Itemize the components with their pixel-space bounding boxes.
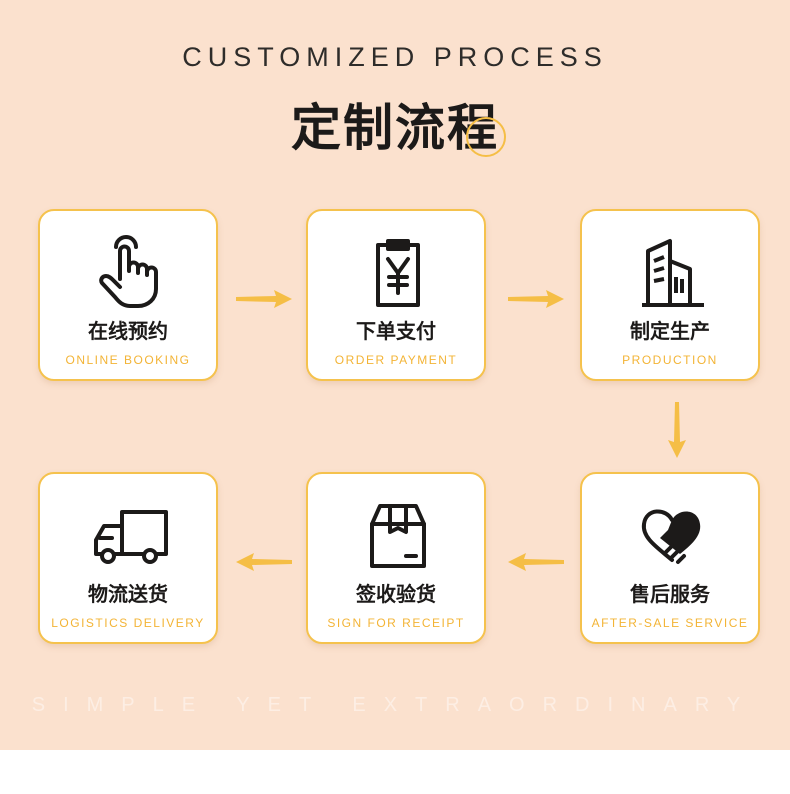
step-title: 下单支付	[352, 319, 440, 343]
step-card-after-sale-service: 售后服务 AFTER-SALE SERVICE	[580, 472, 760, 644]
factory-buildings-icon	[642, 239, 704, 307]
yen-payment-icon	[376, 239, 420, 307]
step-subtitle: LOGISTICS DELIVERY	[51, 616, 205, 630]
decorative-circle	[466, 117, 506, 157]
footer-slogan: SIMPLE YET EXTRAORDINARY	[31, 694, 759, 716]
arrow-left-icon	[508, 553, 564, 571]
step-title: 在线预约	[84, 319, 172, 343]
step-subtitle: PRODUCTION	[622, 353, 718, 367]
delivery-truck-icon	[94, 510, 168, 564]
heart-handshake-icon	[641, 509, 701, 564]
step-card-order-payment: 下单支付 ORDER PAYMENT	[306, 209, 486, 381]
hand-pointer-icon	[99, 235, 158, 308]
step-title: 制定生产	[626, 319, 714, 343]
arrow-right-icon	[236, 290, 292, 308]
arrow-right-icon	[508, 290, 564, 308]
step-title: 物流送货	[84, 582, 172, 606]
package-box-icon	[370, 504, 426, 568]
step-title: 售后服务	[626, 582, 714, 606]
arrow-left-icon	[236, 553, 292, 571]
step-card-logistics-delivery: 物流送货 LOGISTICS DELIVERY	[38, 472, 218, 644]
step-subtitle: ONLINE BOOKING	[65, 353, 191, 367]
arrow-down-icon	[668, 402, 686, 458]
step-card-online-booking: 在线预约 ONLINE BOOKING	[38, 209, 218, 381]
page-title-english: CUSTOMIZED PROCESS	[182, 42, 608, 72]
step-card-production: 制定生产 PRODUCTION	[580, 209, 760, 381]
step-subtitle: SIGN FOR RECEIPT	[327, 616, 465, 630]
step-subtitle: AFTER-SALE SERVICE	[591, 616, 749, 630]
step-title: 签收验货	[352, 582, 440, 606]
step-card-sign-for-receipt: 签收验货 SIGN FOR RECEIPT	[306, 472, 486, 644]
step-subtitle: ORDER PAYMENT	[334, 353, 458, 367]
page-title: 定制流程	[291, 99, 499, 157]
